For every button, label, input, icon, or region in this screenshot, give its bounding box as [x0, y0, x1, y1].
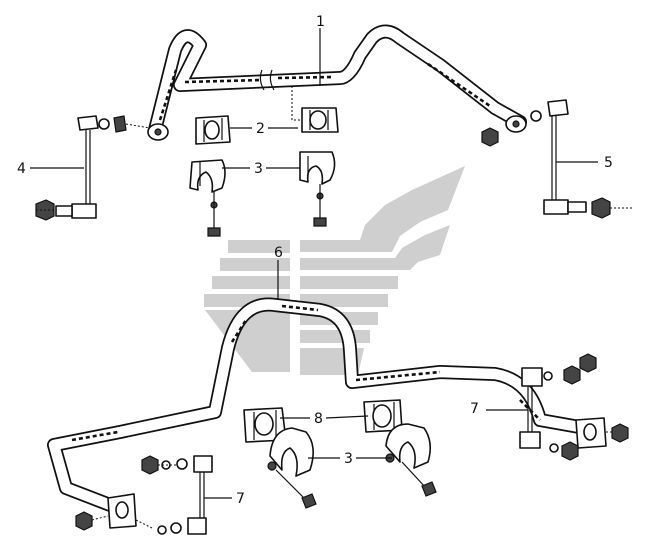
callout-3-upper: 3 — [254, 161, 263, 177]
upper-bushing-on-bar — [291, 86, 339, 133]
upper-left-link — [34, 115, 151, 221]
upper-clamp-right — [299, 151, 336, 227]
upper-clamp-left — [189, 159, 226, 237]
callout-8: 8 — [314, 411, 323, 427]
callout-7-right: 7 — [470, 401, 479, 417]
callout-6: 6 — [274, 245, 283, 261]
callout-3-lower: 3 — [344, 451, 353, 467]
lower-bushing-right — [363, 399, 403, 433]
leader-lines — [30, 28, 598, 499]
lower-end-bushing-left — [75, 493, 153, 531]
upper-right-link — [530, 99, 632, 219]
callout-1: 1 — [316, 14, 325, 30]
upper-bushing-loose — [195, 115, 231, 145]
watermark-logo — [204, 166, 465, 375]
lower-end-bushing-right — [575, 417, 629, 449]
lower-right-link — [519, 353, 597, 461]
lower-left-link — [141, 455, 213, 535]
upper-bar-nut-right — [481, 127, 499, 147]
callout-7-left: 7 — [236, 491, 245, 507]
lower-clamp-right — [385, 423, 437, 497]
callout-4: 4 — [17, 161, 26, 177]
upper-stabilizer-bar — [147, 24, 527, 141]
callout-2: 2 — [256, 121, 265, 137]
lower-clamp-left — [267, 427, 317, 509]
lower-stabilizer-bar — [47, 297, 592, 515]
callout-5: 5 — [604, 155, 613, 171]
